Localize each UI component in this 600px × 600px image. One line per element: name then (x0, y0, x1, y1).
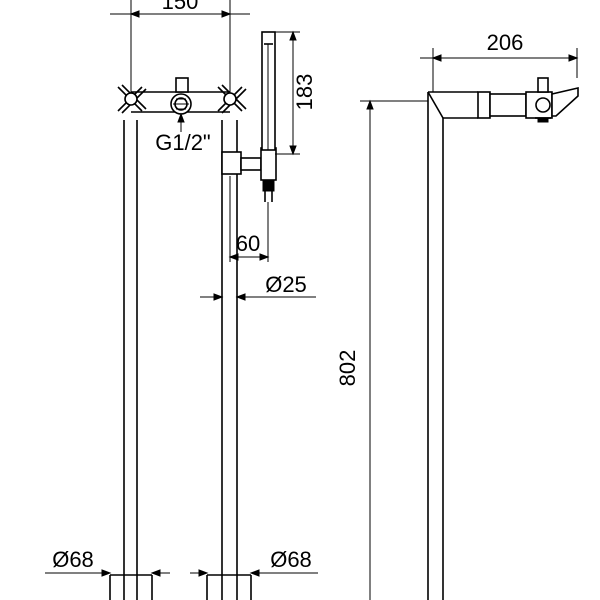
dimension-60: 60 (228, 176, 270, 262)
dimension-label-60: 60 (236, 231, 260, 256)
hand-shower (261, 31, 276, 202)
side-riser (427, 91, 444, 600)
base-right (206, 574, 252, 600)
dimension-label-150: 150 (162, 0, 199, 14)
dimension-label-dia-25: Ø25 (265, 272, 307, 297)
right-pipe (221, 120, 238, 600)
dimension-dia-68-left: Ø68 (45, 547, 170, 577)
dimension-183: 183 (275, 30, 317, 156)
side-view: 206 802 (335, 30, 579, 600)
side-spout (428, 86, 579, 119)
dimension-802: 802 (335, 99, 428, 600)
dimension-150: 150 (110, 0, 250, 95)
side-handle (535, 77, 551, 123)
right-cross-handle (217, 84, 247, 114)
dimension-label-dia-68-left: Ø68 (52, 547, 94, 572)
base-left (109, 574, 153, 600)
front-view: 150 (45, 0, 318, 600)
dimension-dia-68-right: Ø68 (190, 547, 318, 577)
dimension-dia-25: Ø25 (200, 272, 316, 301)
dimension-206: 206 (420, 30, 579, 92)
left-pipe (123, 120, 138, 600)
thread-label: G1/2" (155, 130, 211, 155)
spout-outlet (170, 93, 192, 115)
left-cross-handle (117, 84, 147, 114)
shower-holder (221, 147, 277, 181)
dimension-label-802: 802 (335, 350, 360, 387)
dimension-label-183: 183 (292, 74, 317, 111)
dimension-label-dia-68-right: Ø68 (270, 547, 312, 572)
dimension-label-206: 206 (487, 30, 524, 55)
thread-callout: G1/2" (155, 112, 211, 155)
